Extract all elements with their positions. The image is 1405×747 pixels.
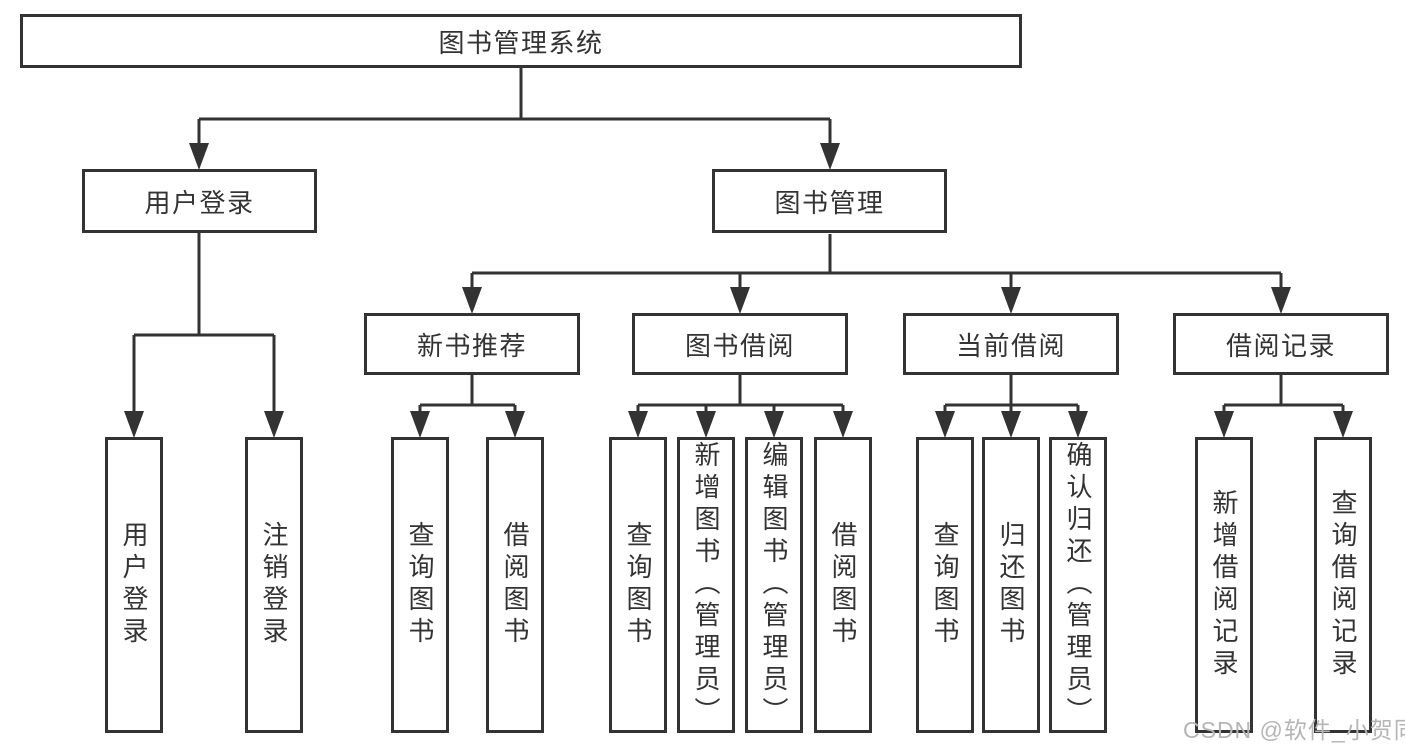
node-root-label: 图书管理系统 — [438, 27, 604, 58]
leaf-logout-label: 注销登录 — [259, 521, 289, 649]
leaf-br-add-record: 新增借阅记录 — [1195, 437, 1253, 733]
node-new-book-recommend-label: 新书推荐 — [416, 330, 527, 361]
node-user-login-label: 用户登录 — [144, 187, 255, 218]
leaf-cb-return-books: 归还图书 — [982, 437, 1040, 733]
leaf-nbr-borrow-books-label: 借阅图书 — [500, 521, 530, 649]
leaf-bb-borrow-books: 借阅图书 — [814, 437, 872, 733]
leaf-bb-edit-books-admin: 编辑图书（管理员） — [745, 437, 803, 733]
node-book-borrowing: 图书借阅 — [632, 313, 848, 375]
leaf-nbr-borrow-books: 借阅图书 — [486, 437, 544, 733]
node-current-borrowing: 当前借阅 — [903, 313, 1119, 375]
node-borrowing-records-label: 借阅记录 — [1225, 330, 1336, 361]
leaf-user-login-label: 用户登录 — [119, 521, 149, 649]
leaf-br-query-record: 查询借阅记录 — [1314, 437, 1372, 733]
leaf-cb-query-books-label: 查询图书 — [930, 521, 960, 649]
leaf-cb-query-books: 查询图书 — [916, 437, 974, 733]
leaf-bb-query-books-label: 查询图书 — [623, 521, 653, 649]
node-book-management-label: 图书管理 — [774, 187, 885, 218]
leaf-nbr-query-books-label: 查询图书 — [405, 521, 435, 649]
arrowheads — [124, 143, 1353, 438]
leaf-bb-borrow-books-label: 借阅图书 — [828, 521, 858, 649]
node-book-management: 图书管理 — [712, 169, 947, 233]
leaf-cb-confirm-return-admin-label: 确认归还（管理员） — [1063, 441, 1093, 729]
leaf-cb-confirm-return-admin: 确认归还（管理员） — [1049, 437, 1107, 733]
leaf-bb-query-books: 查询图书 — [609, 437, 667, 733]
leaf-br-query-record-label: 查询借阅记录 — [1328, 489, 1358, 681]
leaf-nbr-query-books: 查询图书 — [391, 437, 449, 733]
leaf-bb-edit-books-admin-label: 编辑图书（管理员） — [759, 441, 789, 729]
leaf-bb-add-books-admin: 新增图书（管理员） — [677, 437, 735, 733]
leaf-user-login: 用户登录 — [105, 437, 163, 733]
leaf-bb-add-books-admin-label: 新增图书（管理员） — [691, 441, 721, 729]
node-user-login: 用户登录 — [82, 169, 317, 233]
node-book-borrowing-label: 图书借阅 — [684, 330, 795, 361]
leaf-logout: 注销登录 — [245, 437, 303, 733]
leaf-br-add-record-label: 新增借阅记录 — [1209, 489, 1239, 681]
node-borrowing-records: 借阅记录 — [1173, 313, 1389, 375]
node-current-borrowing-label: 当前借阅 — [955, 330, 1066, 361]
leaf-cb-return-books-label: 归还图书 — [996, 521, 1026, 649]
csdn-watermark: CSDN @软件_小贺同学 — [1183, 717, 1405, 743]
node-new-book-recommend: 新书推荐 — [364, 313, 580, 375]
node-root: 图书管理系统 — [20, 14, 1022, 68]
